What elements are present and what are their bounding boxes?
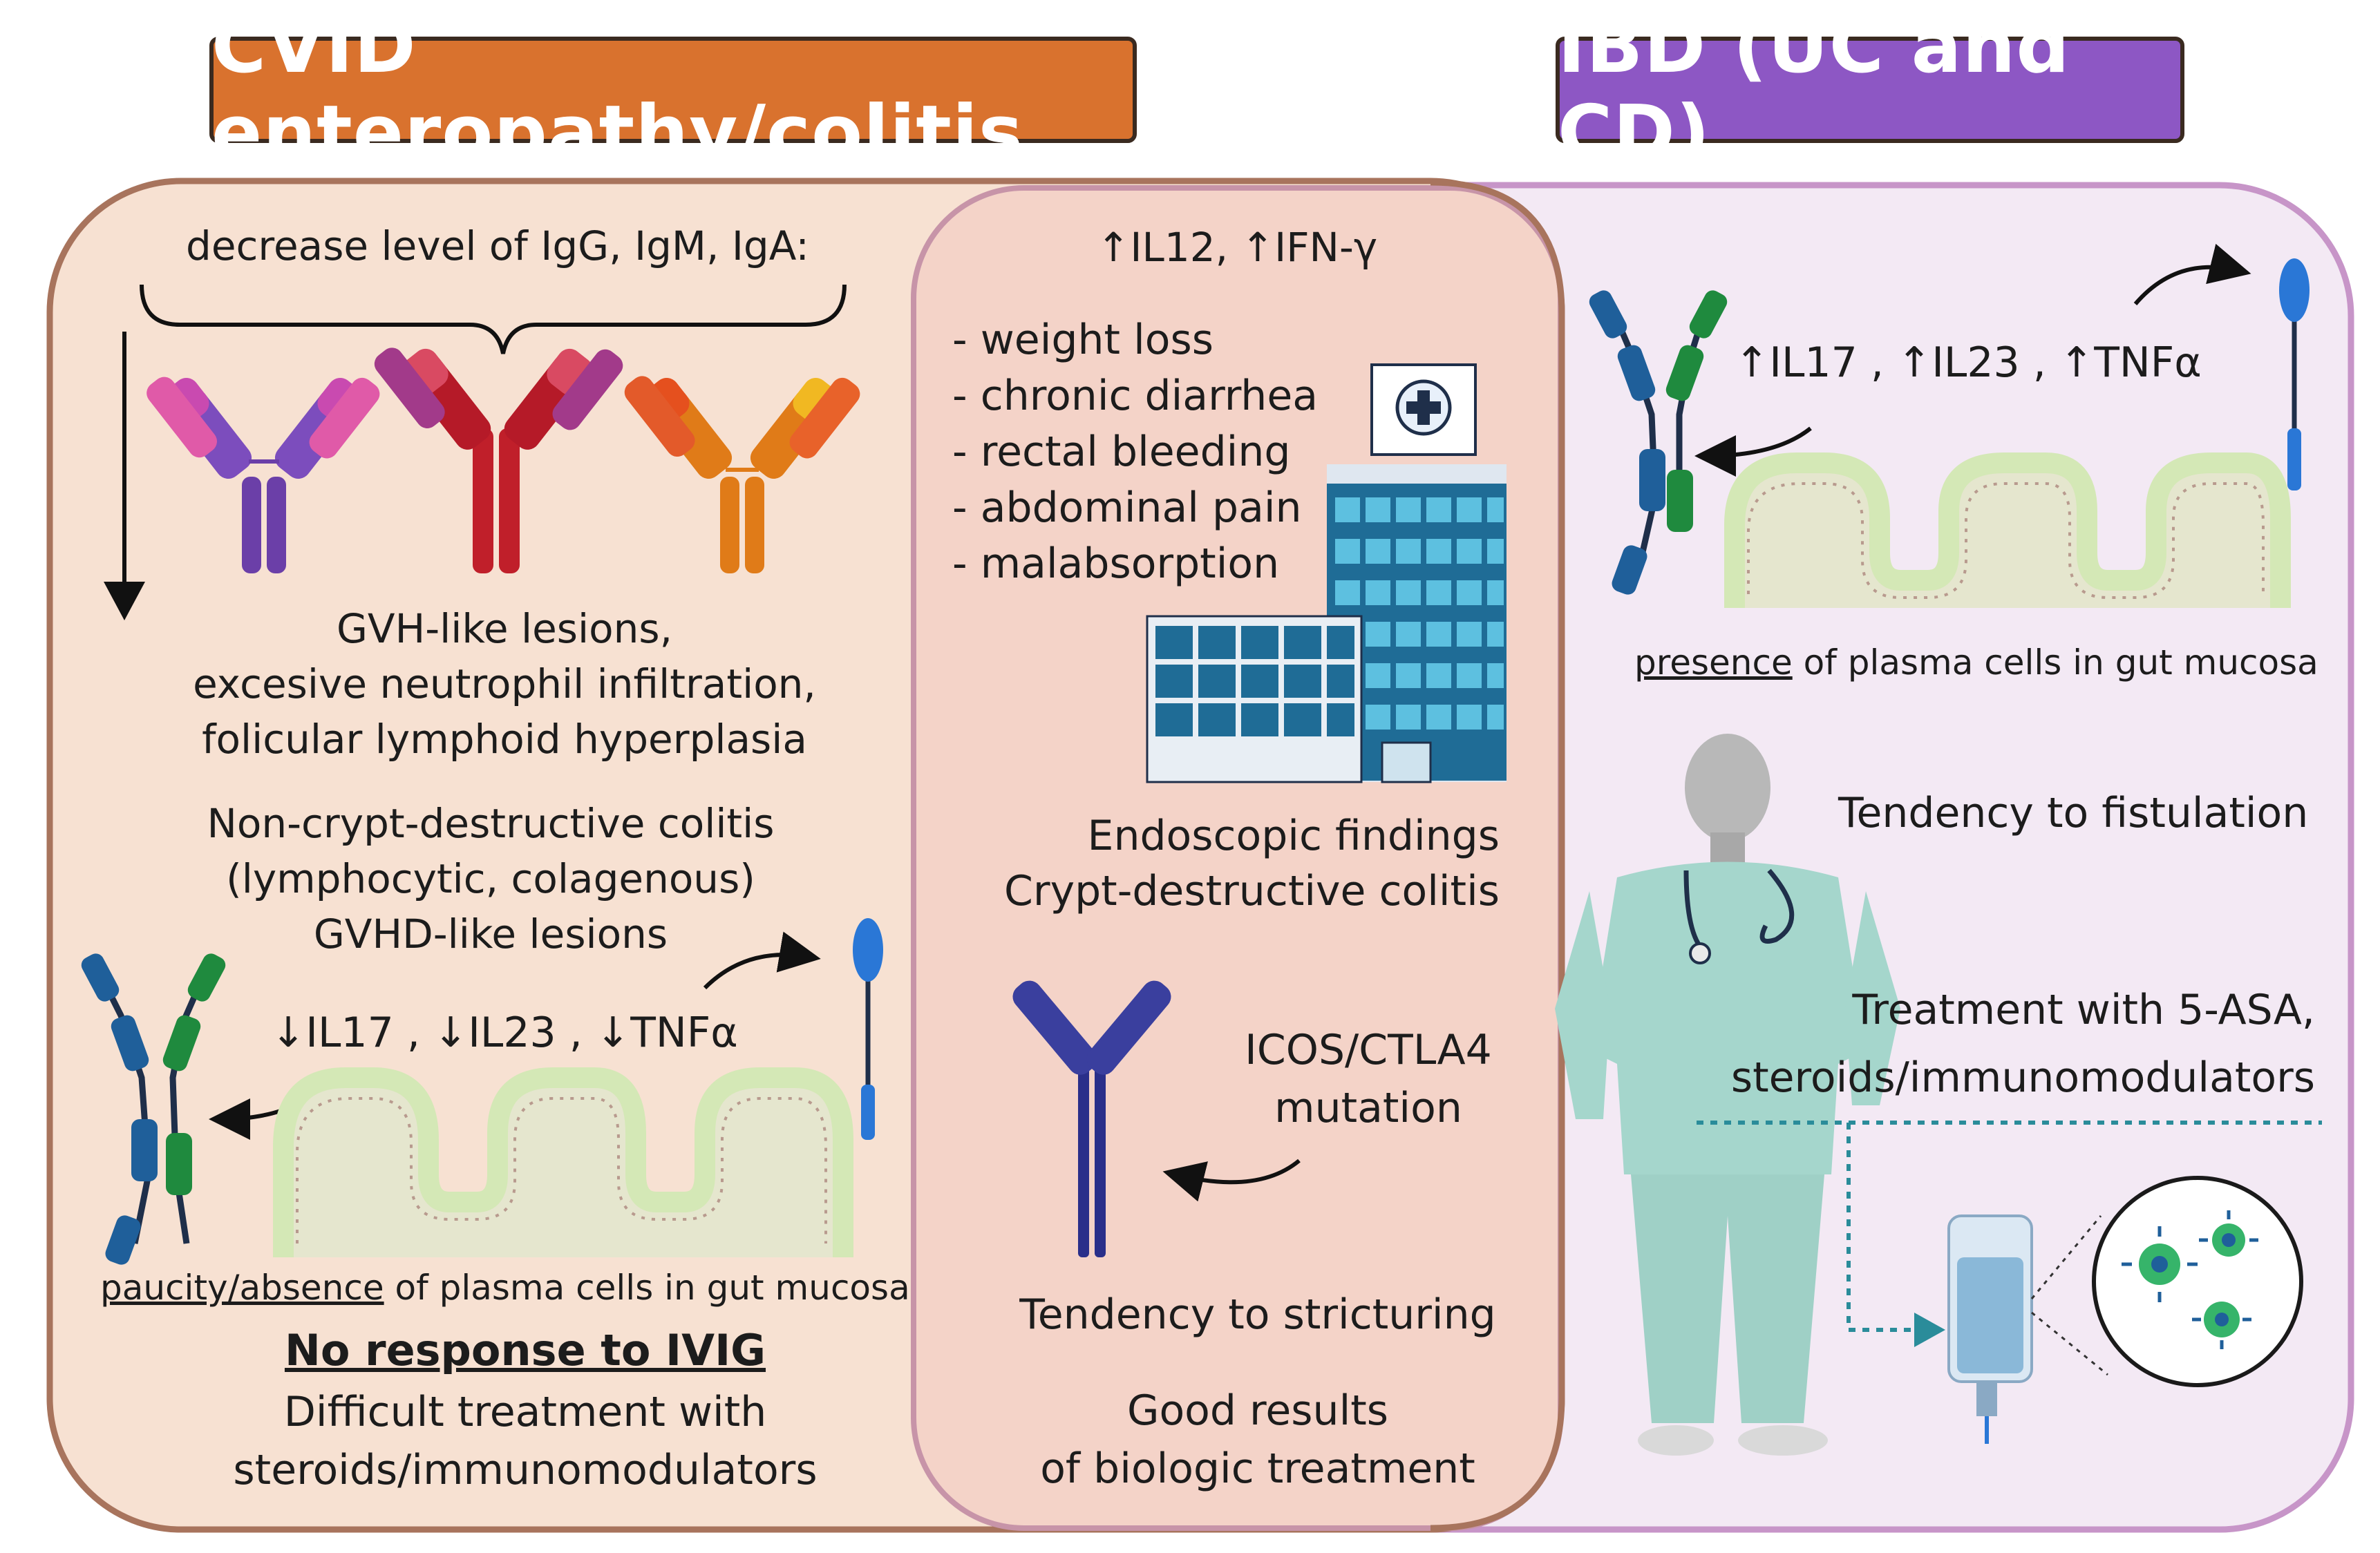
- symptom-list: - weight loss - chronic diarrhea - recta…: [952, 312, 1318, 592]
- curved-arrow-cvid-top: [703, 931, 821, 990]
- biologic-text: Good results of biologic treatment: [981, 1382, 1534, 1498]
- ibd-cytokines: ↑IL17 , ↑IL23 , ↑TNFα: [1735, 339, 2202, 387]
- cotton-swab-icon-ibd: [2279, 258, 2310, 490]
- cvid-header-bg: [209, 37, 1137, 143]
- stricturing-text: Tendency to stricturing: [1019, 1290, 1496, 1339]
- split-antibody-icon-ibd: [1589, 290, 1728, 595]
- cvid-treatment: Difficult treatment with steroids/immuno…: [138, 1383, 912, 1499]
- gut-mucosa-icon-ibd: [1724, 452, 2291, 608]
- symptom-item: - weight loss: [952, 316, 1213, 364]
- lesions-text: GVH-like lesions, excesive neutrophil in…: [124, 601, 885, 767]
- curved-arrow-ibd-top: [2133, 243, 2251, 305]
- ibd-header-bg: [1556, 37, 2184, 143]
- ibd-mucosa-rest: of plasma cells in gut mucosa: [1792, 642, 2318, 683]
- biologic-line: Good results: [1126, 1387, 1389, 1435]
- ibd-mucosa-emphasis: presence: [1634, 642, 1793, 683]
- fistulation-text: Tendency to fistulation: [1838, 789, 2309, 837]
- ibd-mucosa-caption: presence of plasma cells in gut mucosa: [1634, 642, 2318, 683]
- ibd-treatment-line: Treatment with 5-ASA,: [1852, 986, 2315, 1034]
- endoscopy-line: Crypt-destructive colitis: [1004, 867, 1500, 915]
- ivig-response: No response to IVIG: [284, 1325, 766, 1375]
- cvid-treatment-line: steroids/immunomodulators: [233, 1446, 818, 1494]
- colitis-text: Non-crypt-destructive colitis (lymphocyt…: [124, 796, 857, 962]
- ctla4-antibody-icon: [1012, 980, 1171, 1257]
- cvid-header: CVID enteropathy/colitis: [211, 3, 1024, 176]
- mutation-text: ICOS/CTLA4 mutation: [1216, 1021, 1520, 1137]
- cvid-mucosa-rest: of plasma cells in gut mucosa: [384, 1268, 910, 1308]
- brace: [140, 284, 847, 354]
- dotted-arrow-treatment: [1697, 1121, 2322, 1332]
- ibd-header: IBD (UC and CD): [1558, 3, 2070, 176]
- endoscopy-text: Endoscopic findings Crypt-destructive co…: [995, 808, 1500, 919]
- biologic-line: of biologic treatment: [1040, 1445, 1475, 1493]
- cvid-panel-edge: [1430, 179, 1565, 1532]
- lesions-line: GVH-like lesions,: [336, 605, 673, 652]
- immunoglobulin-heading: decrease level of IgG, IgM, IgA:: [186, 222, 809, 269]
- symptom-item: - rectal bleeding: [952, 428, 1291, 476]
- cotton-swab-icon-cvid: [853, 918, 883, 1140]
- curved-arrow-ibd-left: [1694, 426, 1812, 477]
- colitis-line: (lymphocytic, colagenous): [226, 855, 755, 902]
- lesions-line: excesive neutrophil infiltration,: [193, 660, 816, 707]
- igm-antibody-icon: [374, 347, 623, 573]
- iv-bag-icon: [1947, 1214, 2033, 1444]
- cvid-treatment-line: Difficult treatment with: [283, 1388, 767, 1436]
- symptom-item: - malabsorption: [952, 540, 1280, 588]
- ibd-treatment-line: steroids/immunomodulators: [1730, 1054, 2315, 1102]
- mutation-line: ICOS/CTLA4: [1245, 1026, 1492, 1074]
- mutation-line: mutation: [1274, 1084, 1462, 1132]
- iga-antibody-icon: [624, 376, 860, 573]
- symptom-item: - chronic diarrhea: [952, 372, 1319, 420]
- hospital-icon: [1146, 363, 1507, 783]
- igg-antibody-icon: [147, 377, 380, 573]
- microbe-icon: [2092, 1176, 2303, 1387]
- doctor-icon: [1555, 734, 1900, 1456]
- overlap-cytokines: ↑IL12, ↑IFN-γ: [1096, 224, 1378, 271]
- colitis-line: GVHD-like lesions: [313, 911, 668, 957]
- cvid-mucosa-caption: paucity/absence of plasma cells in gut m…: [100, 1268, 910, 1308]
- endoscopy-line: Endoscopic findings: [1087, 812, 1500, 860]
- ibd-treatment: Treatment with 5-ASA, steroids/immunomod…: [1686, 976, 2315, 1112]
- cvid-mucosa-emphasis: paucity/absence: [100, 1268, 384, 1308]
- split-antibody-icon-cvid: [81, 953, 226, 1265]
- colitis-line: Non-crypt-destructive colitis: [207, 800, 775, 847]
- cvid-cytokines: ↓IL17 , ↓IL23 , ↓TNFα: [271, 1009, 738, 1057]
- gut-mucosa-icon-cvid: [273, 1067, 853, 1257]
- curved-arrow-mutation: [1162, 1159, 1301, 1202]
- lesions-line: folicular lymphoid hyperplasia: [202, 716, 807, 763]
- symptom-item: - abdominal pain: [952, 484, 1302, 532]
